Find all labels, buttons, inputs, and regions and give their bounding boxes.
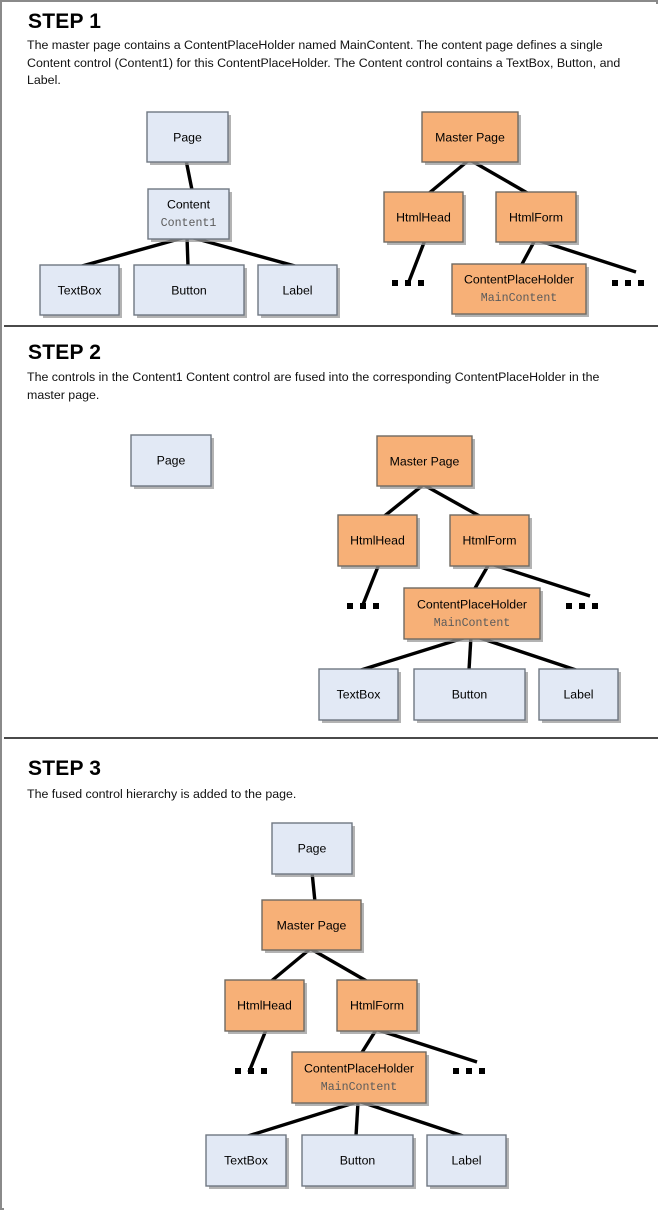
node-button[interactable]: Button: [133, 264, 247, 318]
edge-htmlhead-ellipsis-3: [247, 1029, 268, 1073]
node-button-label-3: Button: [340, 1153, 376, 1167]
node-html-head-label: HtmlHead: [396, 210, 451, 224]
node-content-placeholder-2[interactable]: ContentPlaceHolder MainContent: [403, 587, 543, 642]
edge-masterpage-htmlform-3: [310, 947, 371, 985]
node-content-placeholder-label-2: ContentPlaceHolder: [417, 597, 527, 611]
node-page-label: Page: [173, 130, 202, 144]
node-label-label: Label: [282, 283, 312, 297]
node-button-2[interactable]: Button: [413, 668, 528, 723]
node-html-head-label-3: HtmlHead: [237, 998, 292, 1012]
step-1-title: STEP 1: [28, 10, 102, 33]
edge-htmlform-ellipsis: [536, 238, 637, 274]
edge-cph-label-3: [360, 1100, 464, 1138]
section-divider-1: [4, 325, 658, 327]
node-master-page-label-3: Master Page: [277, 918, 347, 932]
node-content-placeholder-sublabel: MainContent: [481, 292, 558, 305]
node-page-2[interactable]: Page: [130, 434, 214, 489]
node-master-page-label: Master Page: [435, 130, 505, 144]
ellipsis-htmlform-children-3: [453, 1068, 485, 1074]
edge-htmlform-ellipsis-3: [377, 1028, 478, 1064]
edge-masterpage-htmlform: [469, 158, 530, 196]
node-label-3[interactable]: Label: [426, 1134, 509, 1189]
node-html-head-2[interactable]: HtmlHead: [337, 514, 420, 569]
node-label-2[interactable]: Label: [538, 668, 621, 723]
node-content-placeholder-label: ContentPlaceHolder: [464, 272, 574, 286]
node-button-3[interactable]: Button: [301, 1134, 416, 1189]
step-2-diagram: Page Master Page HtmlHead HtmlForm: [130, 434, 621, 723]
step-2-title: STEP 2: [28, 341, 102, 364]
node-master-page[interactable]: Master Page: [421, 111, 521, 165]
node-content-placeholder[interactable]: ContentPlaceHolder MainContent: [451, 263, 589, 317]
node-content-placeholder-label-3: ContentPlaceHolder: [304, 1061, 414, 1075]
step-3-title: STEP 3: [28, 757, 102, 780]
step-1-diagram: Page Content Content1 TextBox Button: [39, 111, 644, 318]
step-1-description: The master page contains a ContentPlaceH…: [27, 38, 621, 87]
node-button-label: Button: [171, 283, 207, 297]
step-2-description: The controls in the Content1 Content con…: [27, 370, 600, 402]
step-1-section: STEP 1 The master page contains a Conten…: [4, 4, 658, 325]
edge-htmlhead-ellipsis-2: [360, 563, 381, 608]
node-content-sublabel: Content1: [161, 217, 217, 230]
node-textbox-label: TextBox: [58, 283, 103, 297]
node-button-label-2: Button: [452, 687, 488, 701]
section-divider-2: [4, 737, 658, 739]
step-3-description: The fused control hierarchy is added to …: [27, 787, 297, 801]
node-textbox[interactable]: TextBox: [39, 264, 122, 318]
node-page[interactable]: Page: [146, 111, 231, 165]
edge-masterpage-htmlhead: [426, 158, 471, 196]
node-html-form-3[interactable]: HtmlForm: [336, 979, 420, 1034]
node-textbox-label-3: TextBox: [224, 1153, 269, 1167]
node-textbox-label-2: TextBox: [337, 687, 382, 701]
node-html-form-label: HtmlForm: [509, 210, 563, 224]
node-content-placeholder-3[interactable]: ContentPlaceHolder MainContent: [291, 1051, 429, 1106]
edge-masterpage-htmlform-2: [423, 483, 484, 520]
node-content[interactable]: Content Content1: [147, 188, 232, 242]
node-html-head-3[interactable]: HtmlHead: [224, 979, 307, 1034]
ellipsis-htmlhead-children-2: [347, 603, 379, 609]
edge-htmlhead-ellipsis: [406, 239, 427, 285]
node-master-page-2[interactable]: Master Page: [376, 435, 475, 489]
ellipsis-htmlhead-children-3: [235, 1068, 267, 1074]
edge-htmlform-ellipsis-2: [490, 562, 591, 598]
node-html-form-2[interactable]: HtmlForm: [449, 514, 532, 569]
node-label-label-2: Label: [563, 687, 593, 701]
node-page-label-2: Page: [157, 453, 186, 467]
edge-masterpage-htmlhead-3: [267, 947, 312, 985]
step-3-diagram: Page Master Page HtmlHead HtmlForm Conte: [205, 822, 509, 1189]
edge-cph-textbox-3: [247, 1100, 358, 1138]
node-html-head-label-2: HtmlHead: [350, 533, 405, 547]
step3-edges: [247, 871, 478, 1138]
node-master-page-3[interactable]: Master Page: [261, 899, 364, 953]
node-html-form-label-3: HtmlForm: [350, 998, 404, 1012]
node-html-form[interactable]: HtmlForm: [495, 191, 579, 245]
edge-cph-button-3: [354, 1101, 360, 1137]
node-page-3[interactable]: Page: [271, 822, 355, 877]
node-content-placeholder-sublabel-3: MainContent: [321, 1081, 398, 1094]
step-3-section: STEP 3 The fused control hierarchy is ad…: [4, 739, 658, 1210]
node-textbox-3[interactable]: TextBox: [205, 1134, 289, 1189]
node-textbox-2[interactable]: TextBox: [318, 668, 401, 723]
ellipsis-htmlform-children-2: [566, 603, 598, 609]
node-html-form-label-2: HtmlForm: [463, 533, 517, 547]
ellipsis-htmlhead-children: [392, 280, 424, 286]
node-html-head[interactable]: HtmlHead: [383, 191, 466, 245]
node-page-label-3: Page: [298, 841, 327, 855]
node-master-page-label-2: Master Page: [390, 454, 460, 468]
ellipsis-htmlform-children: [612, 280, 644, 286]
step-2-section: STEP 2 The controls in the Content1 Cont…: [4, 327, 658, 737]
node-label-label-3: Label: [451, 1153, 481, 1167]
node-label[interactable]: Label: [257, 264, 340, 318]
step2-edges: [360, 483, 591, 672]
node-content-label: Content: [167, 197, 211, 211]
node-content-placeholder-sublabel-2: MainContent: [434, 617, 511, 630]
edge-masterpage-htmlhead-2: [380, 483, 425, 520]
